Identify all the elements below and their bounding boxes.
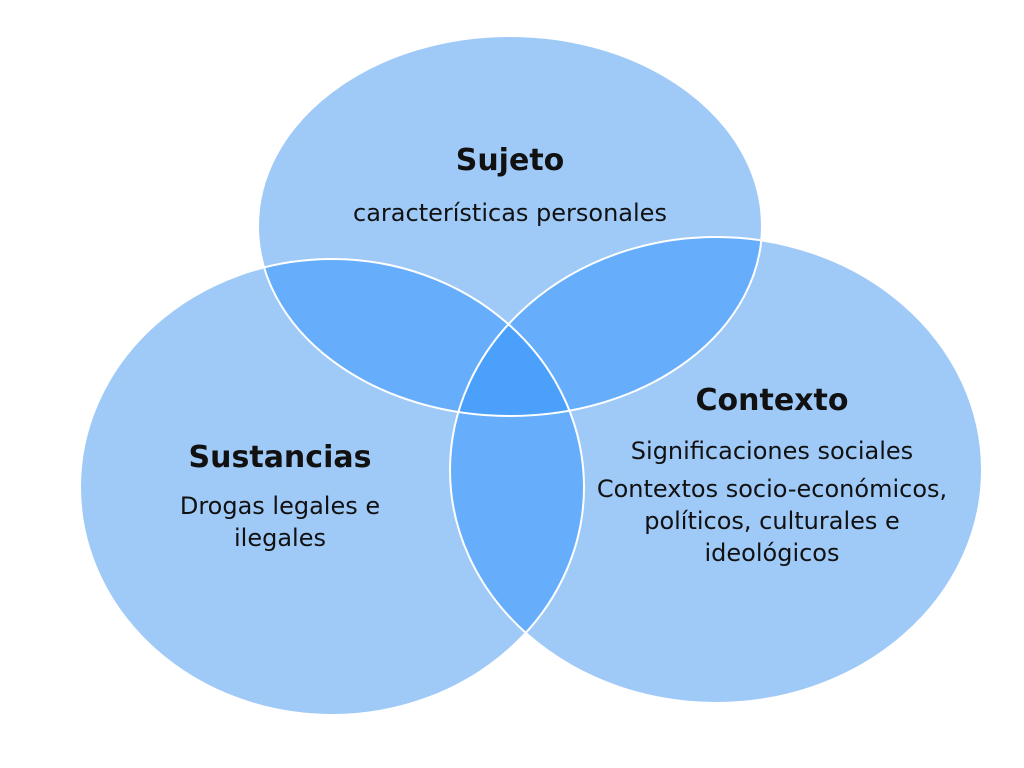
sujeto-title: Sujeto xyxy=(455,143,565,178)
contexto-description-2: Contextos socio-económicos, políticos, c… xyxy=(596,475,948,567)
contexto-title: Contexto xyxy=(695,383,849,418)
sustancias-label: Sustancias Drogas legales e ilegales xyxy=(140,440,420,554)
sujeto-description: características personales xyxy=(353,199,667,227)
contexto-description-1: Significaciones sociales xyxy=(630,437,914,465)
circle-outlines xyxy=(79,35,983,716)
sustancias-title: Sustancias xyxy=(188,440,372,475)
overlap-sujeto-contexto xyxy=(450,237,762,416)
overlap-sujeto-sustancias xyxy=(258,259,584,416)
contexto-label: Contexto Significaciones sociales Contex… xyxy=(592,383,952,569)
sujeto-label: Sujeto características personales xyxy=(310,143,710,229)
sustancias-description: Drogas legales e ilegales xyxy=(179,492,381,552)
